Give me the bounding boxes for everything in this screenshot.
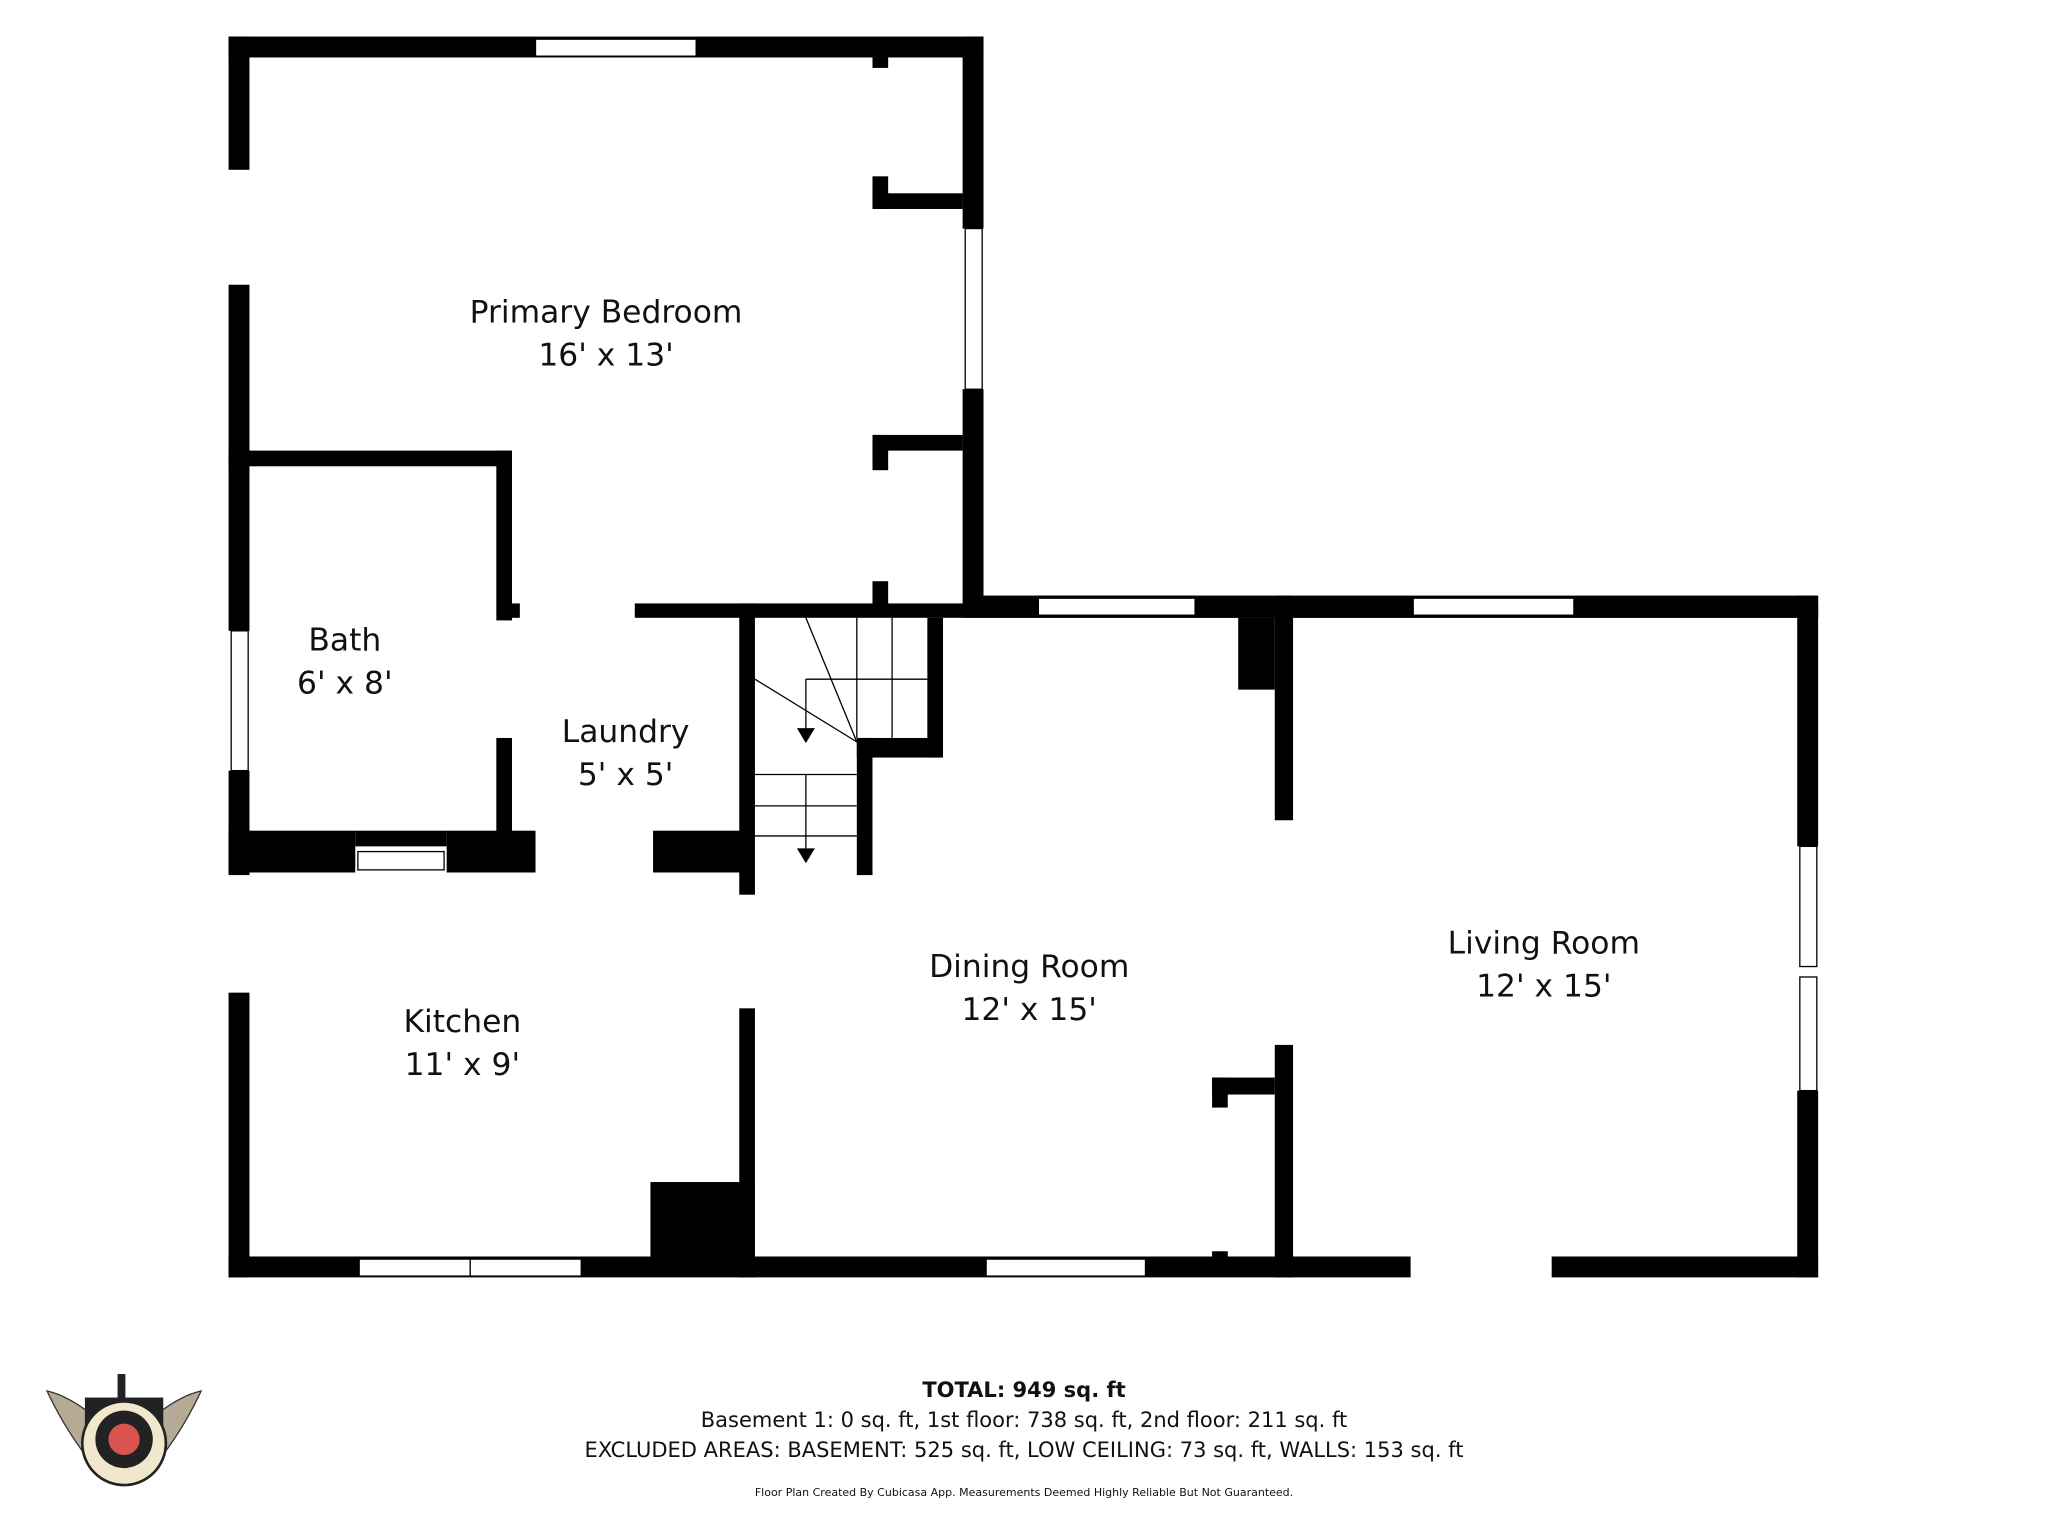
windows <box>230 38 1818 1277</box>
room-name-laundry: Laundry <box>562 714 690 750</box>
room-name-living-room: Living Room <box>1448 925 1640 961</box>
disclaimer: Floor Plan Created By Cubicasa App. Meas… <box>754 1486 1294 1499</box>
room-name-bath: Bath <box>308 622 381 658</box>
total-area: TOTAL: 949 sq. ft <box>922 1378 1126 1402</box>
room-name-dining-room: Dining Room <box>929 949 1129 985</box>
staircase <box>754 617 928 864</box>
room-labels: Primary Bedroom 16' x 13' Bath 6' x 8' L… <box>297 295 1640 1083</box>
logo <box>45 1374 203 1487</box>
excluded-areas: EXCLUDED AREAS: BASEMENT: 525 sq. ft, LO… <box>584 1438 1464 1462</box>
room-size-living-room: 12' x 15' <box>1476 969 1611 1005</box>
floor-breakdown: Basement 1: 0 sq. ft, 1st floor: 738 sq.… <box>700 1408 1348 1432</box>
room-size-bath: 6' x 8' <box>297 666 393 702</box>
room-size-dining-room: 12' x 15' <box>962 992 1097 1028</box>
walls <box>228 36 1819 1278</box>
room-size-laundry: 5' x 5' <box>578 757 674 793</box>
logo-aperture-icon <box>108 1423 140 1456</box>
room-size-primary-bedroom: 16' x 13' <box>538 338 673 374</box>
room-name-primary-bedroom: Primary Bedroom <box>470 295 743 331</box>
room-size-kitchen: 11' x 9' <box>405 1047 520 1083</box>
room-name-kitchen: Kitchen <box>403 1004 521 1040</box>
